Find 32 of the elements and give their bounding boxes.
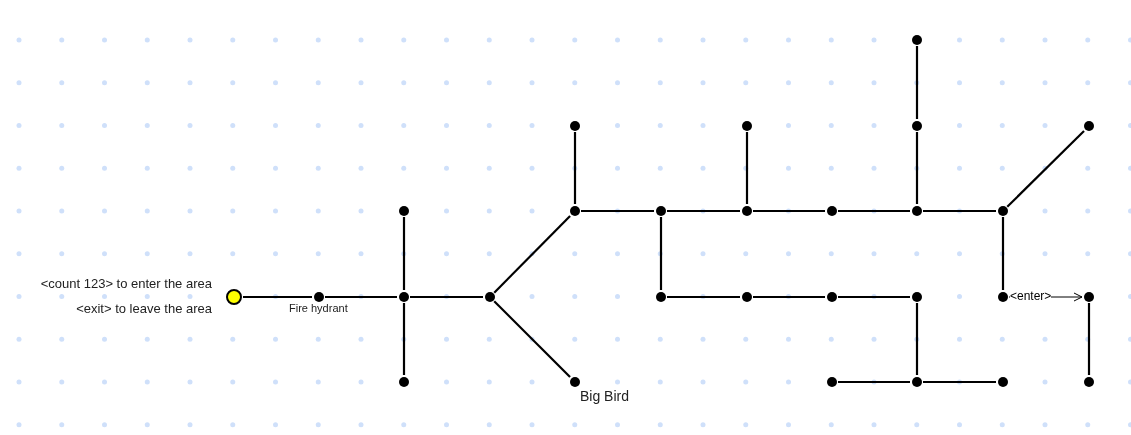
path-line bbox=[838, 295, 910, 299]
start-point bbox=[226, 289, 242, 305]
path-line bbox=[493, 300, 571, 378]
path-line bbox=[410, 295, 483, 299]
path-line bbox=[1001, 217, 1005, 290]
path-line bbox=[923, 209, 996, 213]
path-line bbox=[915, 303, 919, 375]
path-line bbox=[753, 295, 825, 299]
location-caption: Big Bird bbox=[580, 388, 630, 406]
path-line bbox=[581, 209, 654, 213]
path-line bbox=[402, 303, 406, 375]
path-line bbox=[838, 380, 910, 384]
path-line bbox=[753, 209, 825, 213]
path-line bbox=[923, 380, 996, 384]
path-line bbox=[667, 295, 740, 299]
path-line bbox=[838, 209, 910, 213]
path-line bbox=[915, 132, 919, 204]
path-line bbox=[243, 295, 312, 299]
path-line bbox=[402, 217, 406, 290]
path-line bbox=[1087, 303, 1091, 375]
path-line bbox=[915, 46, 919, 119]
location-caption: <count 123> to enter the area bbox=[40, 276, 212, 293]
path-line bbox=[745, 132, 749, 204]
location-caption: Fire hydrant bbox=[289, 302, 348, 316]
path-line bbox=[1006, 130, 1085, 208]
path-line bbox=[325, 295, 397, 299]
path-line bbox=[667, 209, 740, 213]
path-line bbox=[493, 215, 571, 294]
path-line bbox=[573, 132, 577, 204]
edge-label: <enter> bbox=[1010, 290, 1052, 302]
path-line bbox=[659, 217, 663, 290]
location-caption: <exit> to leave the area bbox=[76, 301, 212, 318]
